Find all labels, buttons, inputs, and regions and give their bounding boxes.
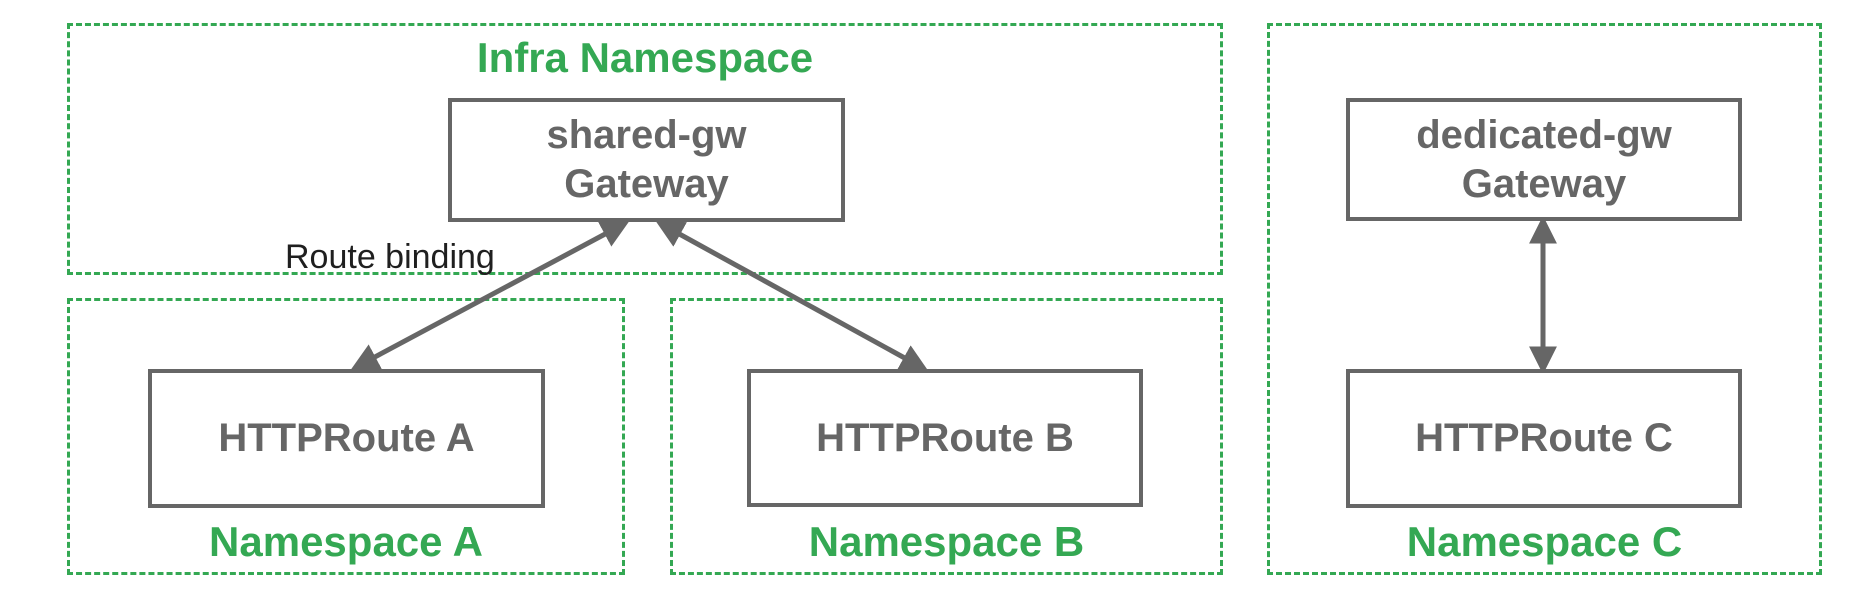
httproute-b-label: HTTPRoute B [816, 415, 1074, 460]
dedicated-gw-name: dedicated-gw [1416, 112, 1672, 157]
gateway-box-shared-gw: shared-gw Gateway [448, 98, 845, 222]
namespace-label-c: Namespace C [1406, 518, 1683, 565]
httproute-b-box: HTTPRoute B [747, 369, 1143, 507]
route-binding-annotation: Route binding [285, 238, 495, 276]
shared-gw-name: shared-gw [546, 113, 747, 158]
shared-gw-kind: Gateway [564, 162, 729, 206]
httproute-c-box: HTTPRoute C [1346, 369, 1742, 508]
httproute-c-label: HTTPRoute C [1415, 416, 1673, 461]
namespace-box-b: Namespace B [670, 298, 1223, 575]
dedicated-gw-kind: Gateway [1461, 161, 1627, 206]
httproute-a-label: HTTPRoute A [218, 416, 475, 461]
namespace-box-a: Namespace A [67, 298, 625, 575]
namespace-label-b: Namespace B [808, 518, 1085, 565]
namespace-label-infra: Infra Namespace [476, 34, 814, 81]
namespace-box-infra: Infra Namespace [67, 23, 1223, 275]
namespace-box-c: Namespace C [1267, 23, 1822, 575]
gateway-box-dedicated-gw: dedicated-gw Gateway [1346, 98, 1742, 221]
httproute-a-box: HTTPRoute A [148, 369, 545, 508]
namespace-label-a: Namespace A [209, 518, 483, 565]
